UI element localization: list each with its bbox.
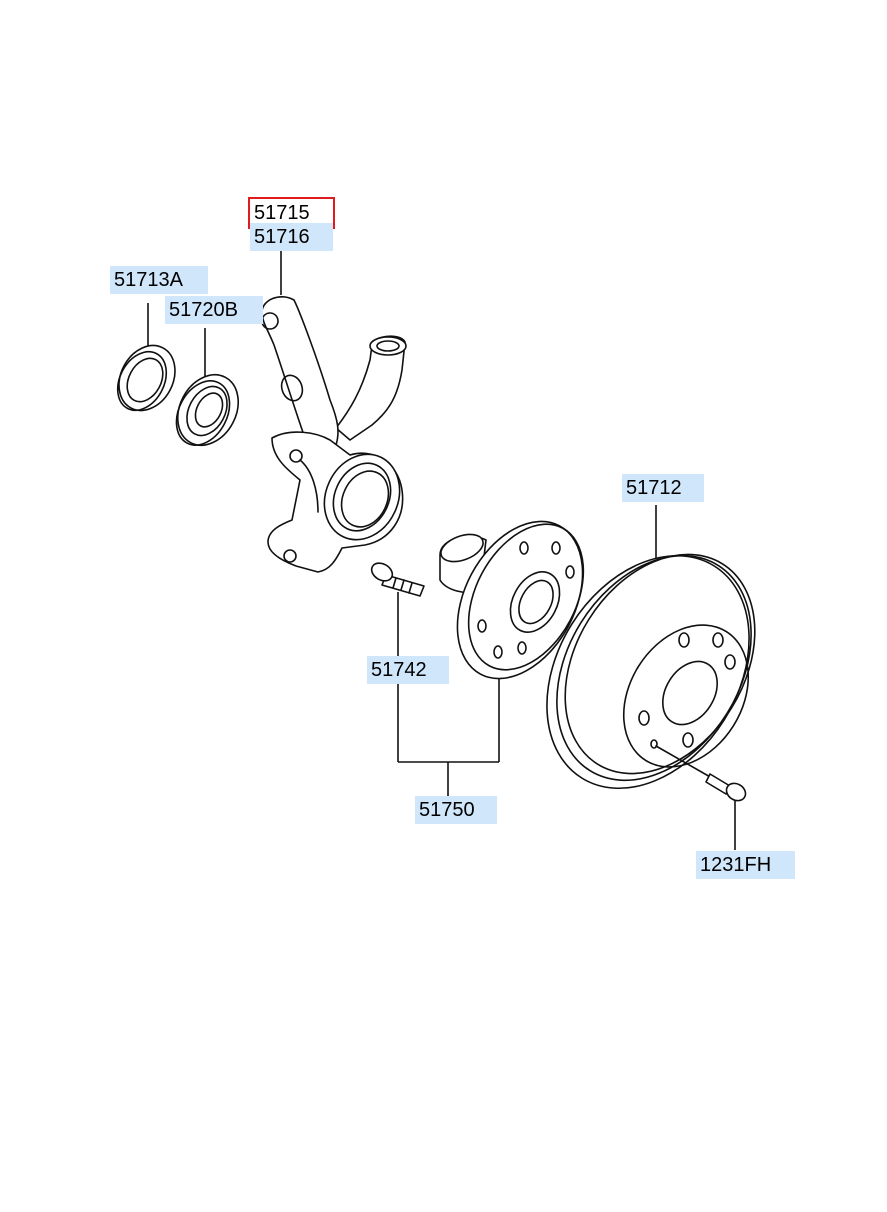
part-label-51713a[interactable]: 51713A — [110, 266, 208, 294]
part-label-51716[interactable]: 51716 — [250, 223, 333, 251]
disc-screw-part — [705, 773, 747, 802]
brake-disc-part — [546, 553, 756, 790]
hub-bolt-part — [370, 562, 425, 597]
front-hub-part — [439, 520, 585, 680]
part-label-51720b[interactable]: 51720B — [165, 296, 263, 324]
wheel-bearing-part — [175, 373, 240, 447]
oil-seal-part — [116, 344, 176, 412]
part-label-1231fh[interactable]: 1231FH — [696, 851, 795, 879]
part-label-51742[interactable]: 51742 — [367, 656, 449, 684]
steering-knuckle-part — [261, 296, 407, 573]
part-label-51712[interactable]: 51712 — [622, 474, 704, 502]
part-label-51750[interactable]: 51750 — [415, 796, 497, 824]
part-label-51715[interactable]: 51715 — [248, 197, 335, 229]
